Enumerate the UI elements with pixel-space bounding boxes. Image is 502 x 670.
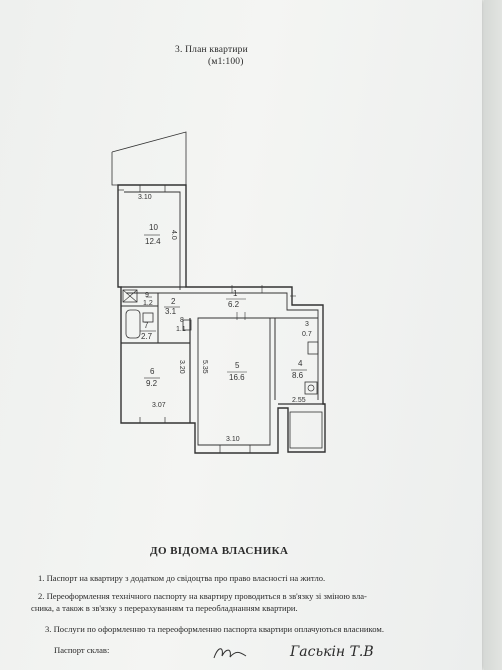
note-1: 1. Паспорт на квартиру з додатком до сві… [38, 573, 326, 583]
document-page [0, 0, 482, 670]
room-4-area: 8.6 [292, 371, 304, 380]
stove [304, 381, 318, 395]
room-1-number: 1 [233, 289, 238, 298]
room-9-number: 9 [145, 292, 149, 299]
page-edge [484, 0, 502, 670]
toilet [182, 319, 192, 331]
room-5-area: 16.6 [229, 373, 245, 382]
outer-wall [117, 184, 326, 454]
room-2-area: 3.1 [165, 307, 177, 316]
room-4-number: 4 [298, 359, 303, 368]
compiled-by-label: Паспорт склав: [54, 645, 110, 655]
room-7-number: 7 [144, 321, 149, 330]
room-6-number: 6 [150, 367, 155, 376]
room-3-number: 3 [305, 321, 309, 328]
sink [142, 312, 154, 323]
dim-room10-width: 3.10 [138, 194, 152, 201]
room-5-number: 5 [235, 361, 240, 370]
plan-scale: (м1:100) [208, 57, 244, 67]
floor-plan: 10 12.4 1 6.2 2 3.1 9 1.2 7 2.7 8 1.1 6 … [111, 131, 326, 454]
room-10-number: 10 [149, 223, 158, 232]
dim-room5-width: 3.10 [226, 436, 240, 443]
note-3: 3. Послуги по оформленню та переоформлен… [45, 624, 384, 634]
room-9-area: 1.2 [143, 300, 153, 307]
room-3-area: 0.7 [302, 331, 312, 338]
section-title: ДО ВІДОМА ВЛАСНИКА [150, 545, 289, 557]
room-6-area: 9.2 [146, 379, 158, 388]
dim-room10-length: 4.0 [170, 230, 177, 240]
room-10-area: 12.4 [145, 237, 161, 246]
inner-wall-line [124, 191, 319, 446]
room-1-area: 6.2 [228, 300, 240, 309]
room-7-area: 2.7 [141, 332, 153, 341]
kitchen-sink [307, 341, 319, 355]
room-2-number: 2 [171, 297, 176, 306]
balcony-outline [111, 131, 187, 186]
note-2-continued: сника, а також в зв'язку з перерахування… [31, 603, 298, 613]
room-8-number: 8 [180, 317, 184, 324]
bathtub [125, 309, 141, 339]
dim-room6-width: 3.07 [152, 402, 166, 409]
dim-room6-length: 3.20 [178, 360, 185, 374]
dim-room5-length: 5.35 [201, 360, 208, 374]
room-8-area: 1.1 [176, 326, 186, 333]
note-2: 2. Переоформлення технічного паспорту на… [38, 591, 367, 601]
plan-title: 3. План квартири [175, 45, 248, 55]
signature-name: Гаськін Т.В [290, 644, 374, 660]
dim-room4-width: 2.55 [292, 397, 306, 404]
